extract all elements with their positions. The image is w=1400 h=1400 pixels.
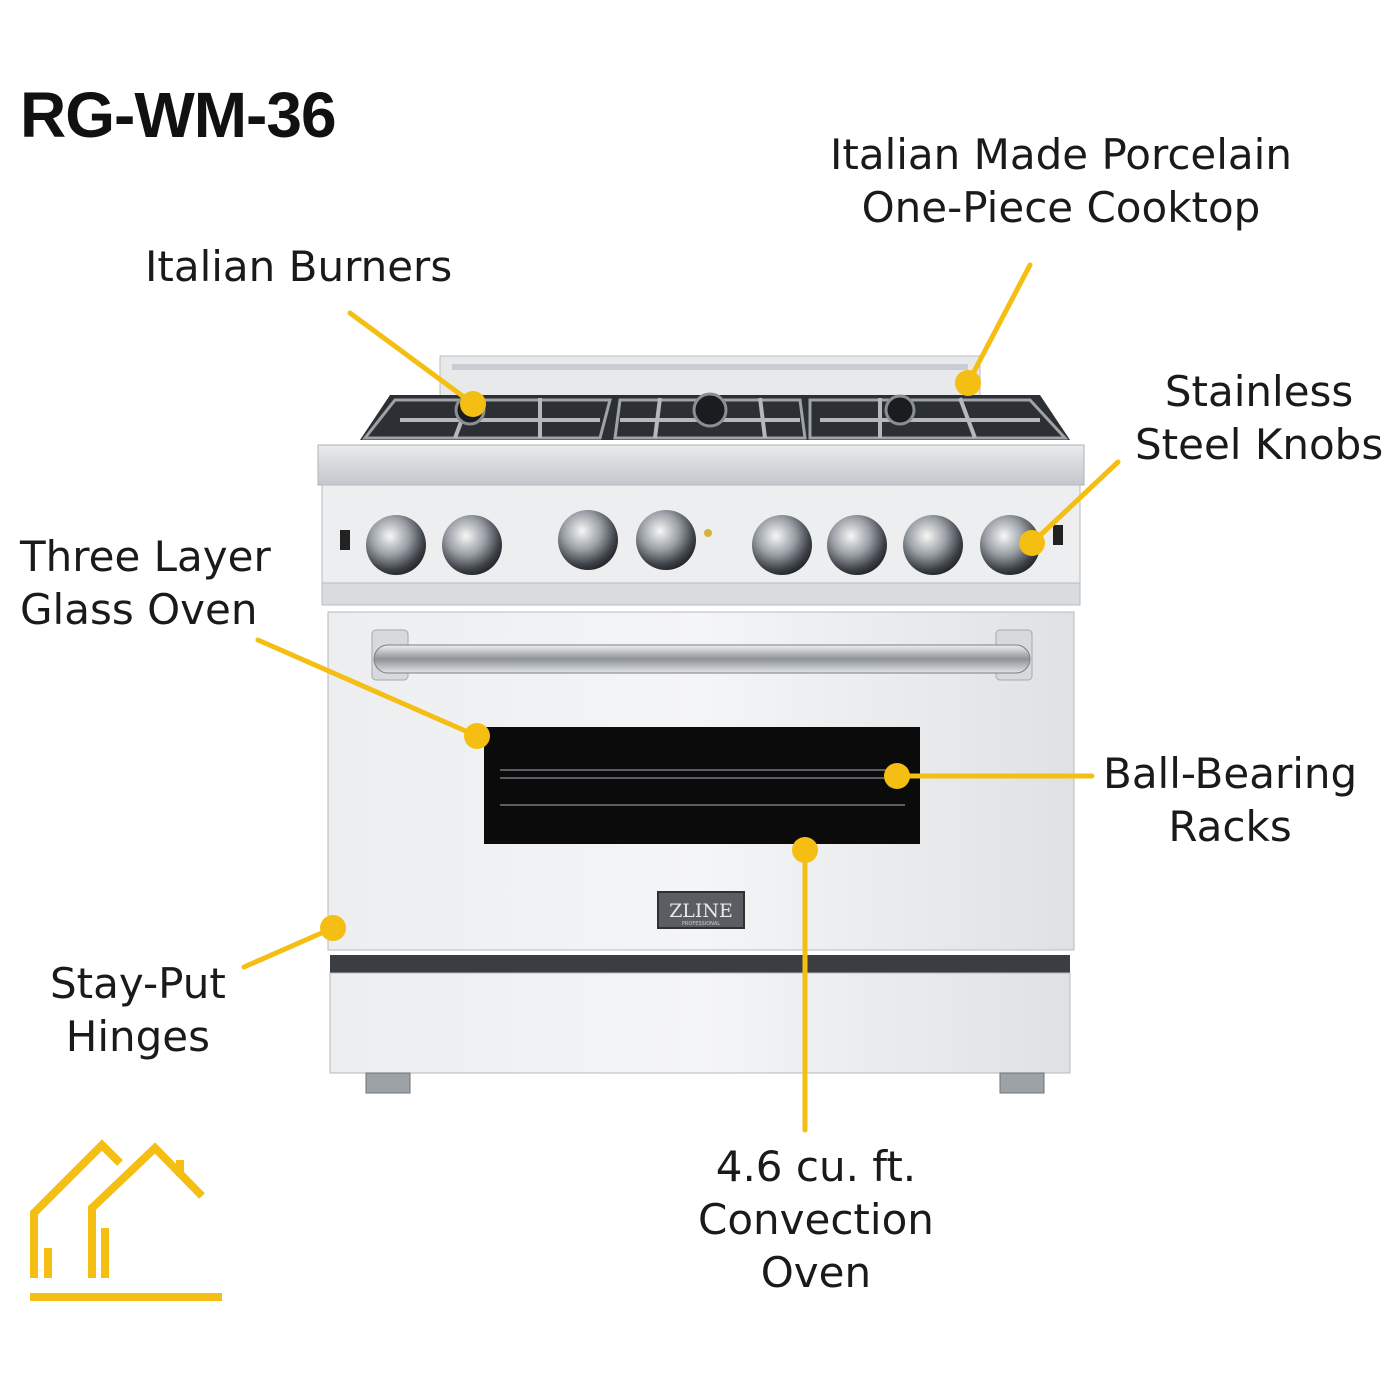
callout-markers <box>320 370 1045 941</box>
control-panel <box>321 484 1081 606</box>
burner-grates <box>360 392 1070 440</box>
knob-icon <box>636 510 696 570</box>
oven-handle <box>373 644 1031 674</box>
knob-icon <box>752 515 812 575</box>
callout-steel-knobs: Stainless Steel Knobs <box>1135 367 1384 469</box>
knob-icon <box>442 515 502 575</box>
marker-dot-icon <box>1019 530 1045 556</box>
callout-porcelain-cooktop: Italian Made Porcelain One-Piece Cooktop <box>830 130 1292 232</box>
backsplash <box>439 355 981 397</box>
model-number: RG-WM-36 <box>20 79 337 151</box>
knob-icon <box>903 515 963 575</box>
knob-icon <box>558 510 618 570</box>
knob-icon <box>827 515 887 575</box>
leveling-foot <box>365 1072 411 1094</box>
callout-glass-oven: Three Layer Glass Oven <box>20 532 271 634</box>
knob-row <box>366 510 1040 575</box>
marker-dot-icon <box>884 763 910 789</box>
knob-icon <box>980 515 1040 575</box>
callout-convection-oven: 4.6 cu. ft. Convection Oven <box>698 1142 934 1297</box>
marker-dot-icon <box>320 915 346 941</box>
svg-text:PROFESSIONAL: PROFESSIONAL <box>682 921 720 927</box>
svg-text:ZLINE: ZLINE <box>669 900 733 922</box>
marker-dot-icon <box>792 837 818 863</box>
leveling-foot <box>999 1072 1045 1094</box>
callout-italian-burners: Italian Burners <box>145 242 453 291</box>
zline-badge <box>657 891 745 929</box>
knob-icon <box>366 515 426 575</box>
callout-hinges: Stay-Put Hinges <box>50 959 226 1061</box>
callout-leaders <box>241 262 1121 1133</box>
marker-dot-icon <box>955 370 981 396</box>
cooktop-lip <box>317 444 1085 486</box>
marker-dot-icon <box>460 391 486 417</box>
callout-racks: Ball-Bearing Racks <box>1103 749 1358 851</box>
oven-door: ZLINE PROFESSIONAL <box>327 611 1075 951</box>
house-logo-icon <box>30 1139 222 1301</box>
marker-dot-icon <box>464 723 490 749</box>
storage-drawer <box>329 955 1071 1074</box>
oven-window <box>484 727 920 844</box>
